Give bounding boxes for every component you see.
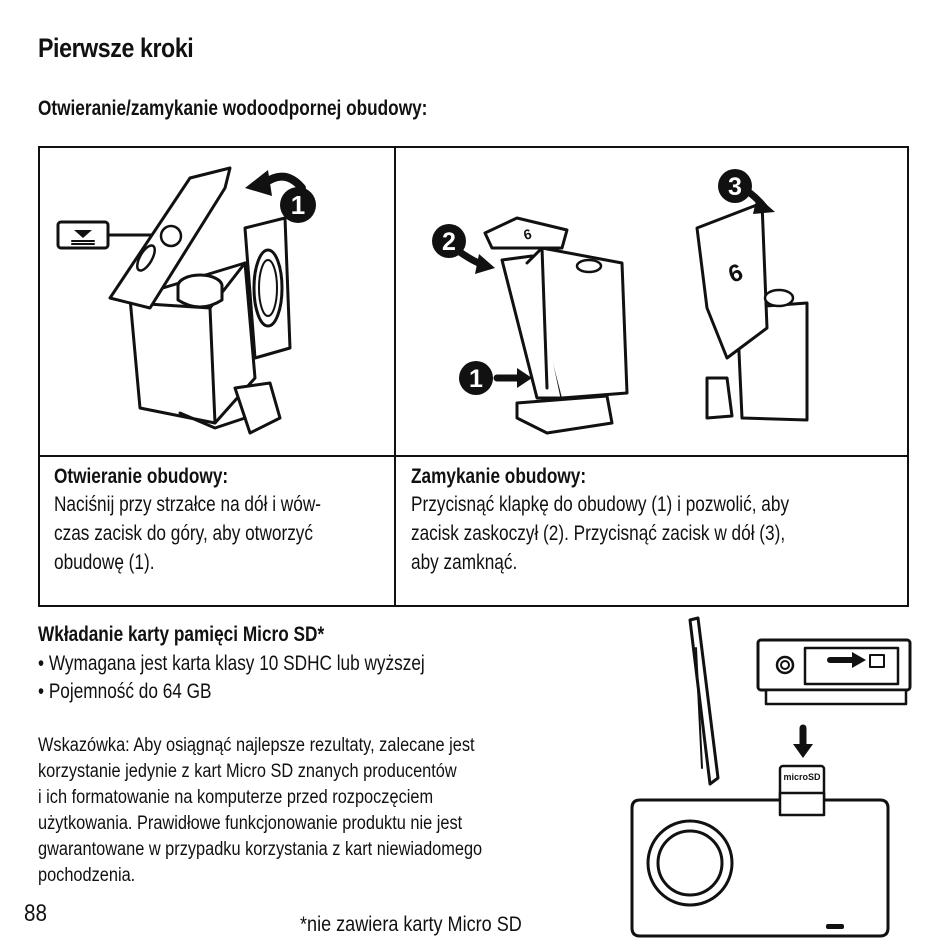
closing-line: zacisk zaskoczył (2). Przycisnąć zacisk … bbox=[411, 522, 786, 545]
svg-text:2: 2 bbox=[442, 228, 456, 256]
page-number: 88 bbox=[24, 900, 47, 927]
svg-text:microSD: microSD bbox=[783, 772, 821, 782]
table-divider-horizontal bbox=[38, 455, 909, 457]
step-2-badge bbox=[432, 224, 466, 258]
section-title-housing: Otwieranie/zamykanie wodoodpornej obudow… bbox=[38, 97, 428, 120]
svg-text:1: 1 bbox=[469, 365, 483, 393]
tip-line: pochodzenia. bbox=[38, 865, 136, 886]
list-item: • Pojemność do 64 GB bbox=[38, 680, 212, 703]
svg-text:6: 6 bbox=[522, 225, 534, 243]
tip-line: Wskazówka: Aby osiągnąć najlepsze rezult… bbox=[38, 735, 475, 756]
closing-line: Przycisnąć klapkę do obudowy (1) i pozwo… bbox=[411, 493, 790, 516]
opening-line: czas zacisk do góry, aby otworzyć bbox=[54, 522, 314, 545]
step-1-badge bbox=[459, 361, 493, 395]
tip-line: użytkowania. Prawidłowe funkcjonowanie p… bbox=[38, 813, 463, 834]
step-3-badge bbox=[718, 169, 752, 203]
opening-title: Otwieranie obudowy: bbox=[54, 465, 229, 488]
requirements-list: • Wymagana jest karta klasy 10 SDHC lub … bbox=[38, 650, 425, 706]
opening-text: Naciśnij przy strzałce na dół i wów- cza… bbox=[54, 490, 321, 577]
microsd-insert-illustration: microSD bbox=[630, 616, 912, 938]
table-divider-vertical bbox=[394, 146, 396, 607]
instruction-table bbox=[38, 146, 909, 607]
page-title: Pierwsze kroki bbox=[38, 33, 194, 63]
closing-text: Przycisnąć klapkę do obudowy (1) i pozwo… bbox=[411, 490, 789, 577]
step-1-badge bbox=[280, 187, 316, 223]
svg-text:3: 3 bbox=[728, 173, 742, 201]
section-title-microsd: Wkładanie karty pamięci Micro SD* bbox=[38, 623, 325, 646]
tip-paragraph: Wskazówka: Aby osiągnąć najlepsze rezult… bbox=[38, 733, 482, 889]
footnote: *nie zawiera karty Micro SD bbox=[300, 913, 522, 936]
tip-line: korzystanie jedynie z kart Micro SD znan… bbox=[38, 761, 457, 782]
closing-housing-illustration: 6 1 2 6 3 bbox=[432, 169, 809, 435]
list-item: • Wymagana jest karta klasy 10 SDHC lub … bbox=[38, 652, 425, 675]
opening-housing-illustration: 1 bbox=[56, 166, 316, 435]
svg-text:1: 1 bbox=[291, 190, 305, 220]
closing-line: aby zamknąć. bbox=[411, 551, 518, 574]
opening-line: obudowę (1). bbox=[54, 551, 155, 574]
tip-line: gwarantowane w przypadku korzystania z k… bbox=[38, 839, 483, 860]
closing-title: Zamykanie obudowy: bbox=[411, 465, 587, 488]
tip-line: i ich formatowanie na komputerze przed r… bbox=[38, 787, 434, 808]
opening-line: Naciśnij przy strzałce na dół i wów- bbox=[54, 493, 321, 516]
